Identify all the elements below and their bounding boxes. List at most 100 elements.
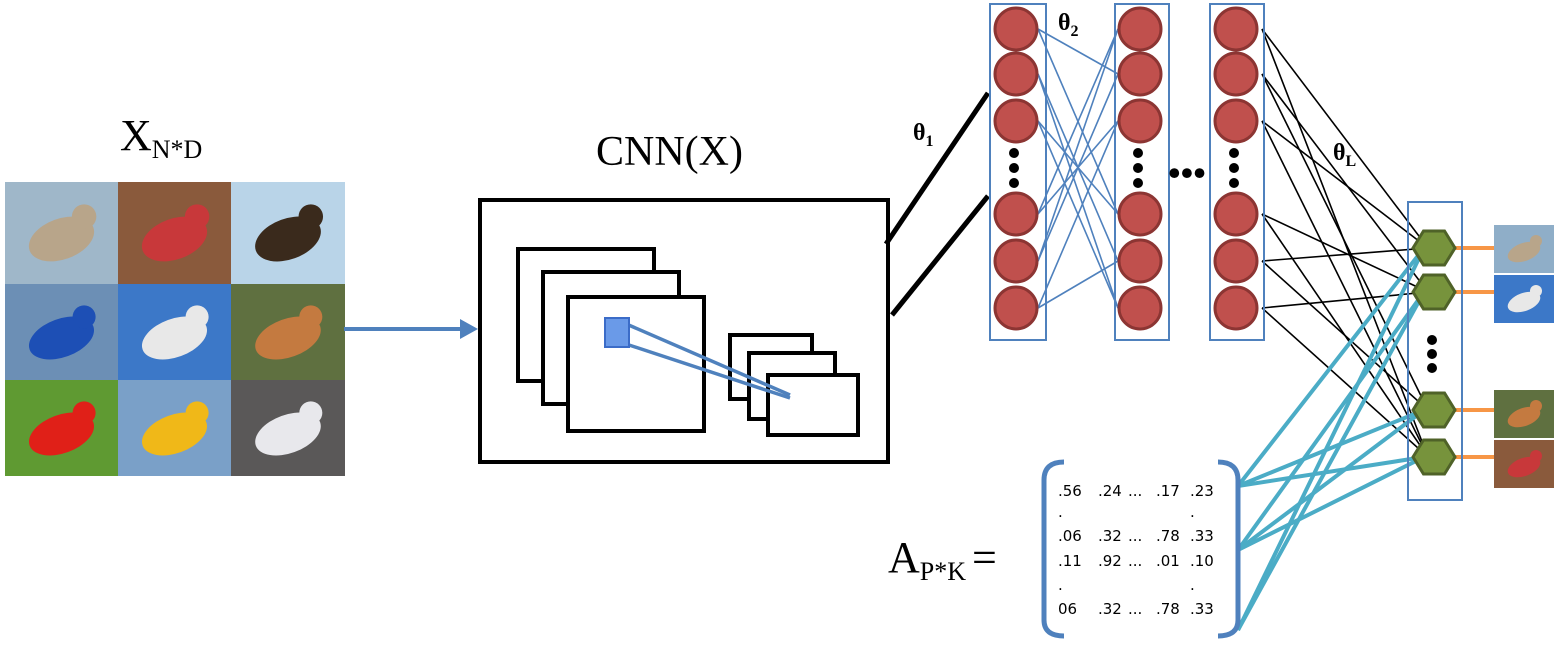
matrix-cells: .56.24....17.23...06.32....78.33.11.92..…: [1058, 482, 1214, 618]
hidden-neurons: [993, 6, 1259, 331]
tile-bird-head: [298, 204, 324, 229]
neuron-layer-2: [1117, 6, 1163, 52]
attribute-label-equals: =: [972, 533, 997, 582]
theta1-sub: 1: [926, 133, 934, 150]
thetaL-main: θ: [1333, 140, 1346, 166]
thumbnail-bird-head: [1530, 450, 1542, 462]
tile-bird-head: [72, 401, 96, 425]
neuron-layer-2: [1117, 98, 1163, 144]
thetaL-sub: L: [1346, 153, 1357, 170]
hidden-layer-2-box: [1114, 3, 1170, 341]
thumbnail-bird: [1507, 456, 1541, 478]
input-tile-scarlet-tanager: [5, 380, 118, 476]
weight-line-lL-out: [1261, 73, 1429, 411]
matrix-cell: .33: [1190, 527, 1214, 545]
neuron-layer-L: [1213, 285, 1259, 331]
cnn-label: CNN(X): [596, 129, 743, 175]
weight-line-lL-out: [1261, 120, 1429, 249]
hidden-layer-L-box: [1209, 3, 1265, 341]
matrix-cell: .24: [1098, 482, 1122, 500]
matrix-cell: .10: [1190, 552, 1214, 570]
tile-bird-body: [141, 316, 208, 360]
convolution-filter: [604, 317, 630, 348]
matrix-cell: .56: [1058, 482, 1082, 500]
weight-line-lL-out: [1261, 247, 1429, 262]
thumbnail-bird-head: [1530, 285, 1542, 297]
layer-gap-dots: •••: [1168, 153, 1206, 193]
tile-bird-body: [28, 216, 95, 262]
tile-bird-body: [141, 412, 208, 456]
tile-bird-head: [185, 305, 209, 329]
matrix-cell: ...: [1128, 600, 1142, 618]
theta2-label: θ2: [1058, 10, 1079, 40]
input-label-sub: N*D: [152, 135, 203, 164]
weight-line-lL-out: [1261, 120, 1429, 458]
neuron-ellipsis-dot: [1229, 178, 1239, 188]
matrix-cell: .32: [1098, 527, 1122, 545]
thumbnail-cedar-waxwing: [1494, 225, 1554, 273]
attribute-link: [1236, 246, 1426, 488]
output-nodes: [1411, 229, 1457, 476]
input-arrow: [344, 319, 478, 339]
attribute-link: [1236, 290, 1426, 552]
input-tile-gull: [231, 380, 345, 476]
attribute-link: [1236, 247, 1426, 631]
matrix-cell: .11: [1058, 552, 1082, 570]
attribute-label-sub: P*K: [920, 557, 966, 586]
matrix-cell: .78: [1156, 600, 1180, 618]
tile-bird-head: [299, 401, 323, 425]
tile-bird-head: [71, 204, 97, 229]
thumbnail-bird: [1507, 241, 1541, 263]
thumbnail-woodpecker: [1494, 275, 1554, 323]
output-ellipsis-dot: [1427, 349, 1437, 359]
input-tile-indigo-bunting: [5, 284, 118, 380]
matrix-bracket-right: [1217, 459, 1241, 639]
tile-bird-head: [184, 204, 210, 229]
neuron-layer-L: [1213, 191, 1259, 237]
input-tile-hummingbird: [231, 284, 345, 380]
input-tile-cedar-waxwing: [5, 182, 118, 284]
tile-bird-body: [28, 412, 95, 456]
tile-bird-head: [299, 305, 323, 329]
neuron-ellipsis-dot: [1133, 148, 1143, 158]
receptive-line-b: [625, 342, 791, 400]
weight-line-l1-l2: [1037, 120, 1119, 309]
matrix-cell: .17: [1156, 482, 1180, 500]
attribute-link: [1237, 455, 1425, 488]
theta1-main: θ: [913, 120, 926, 146]
neuron-layer-1: [993, 285, 1039, 331]
matrix-cell: 06: [1058, 600, 1077, 618]
input-tile-woodpecker: [118, 284, 231, 380]
weight-line-l1-l2: [1037, 28, 1119, 262]
matrix-cell: .23: [1190, 482, 1214, 500]
neuron-layer-L: [1213, 238, 1259, 284]
thetaL-label: θL: [1333, 140, 1356, 170]
attribute-link: [1236, 291, 1426, 631]
thumbnail-cardinal: [1494, 440, 1554, 488]
attribute-matrix: .56.24....17.23...06.32....78.33.11.92..…: [1041, 459, 1241, 639]
cnn-to-layer1-line-bottom: [890, 194, 990, 317]
thumbnail-bird: [1507, 406, 1541, 428]
neuron-layer-2: [1117, 51, 1163, 97]
neuron-ellipsis-dot: [1133, 178, 1143, 188]
input-arrow-head: [460, 319, 478, 339]
tile-bird-body: [255, 316, 321, 360]
thumbnail-bird-head: [1530, 400, 1542, 412]
neuron-ellipsis-dot: [1009, 178, 1019, 188]
neuron-layer-L: [1213, 98, 1259, 144]
neuron-layer-2: [1117, 191, 1163, 237]
neuron-ellipsis-dot: [1009, 163, 1019, 173]
neuron-layer-L: [1213, 6, 1259, 52]
matrix-cell: .06: [1058, 527, 1082, 545]
matrix-cell: .92: [1098, 552, 1122, 570]
output-node: [1411, 229, 1457, 267]
receptive-line-a: [623, 321, 791, 397]
output-ellipsis-dot: [1427, 363, 1437, 373]
attribute-link: [1237, 455, 1425, 552]
matrix-cell: ...: [1128, 552, 1142, 570]
theta2-main: θ: [1058, 10, 1071, 36]
attribute-link: [1237, 408, 1425, 488]
attribute-label: AP*K=: [888, 533, 997, 586]
output-thumbnails: [1494, 225, 1554, 488]
output-node: [1411, 391, 1457, 429]
